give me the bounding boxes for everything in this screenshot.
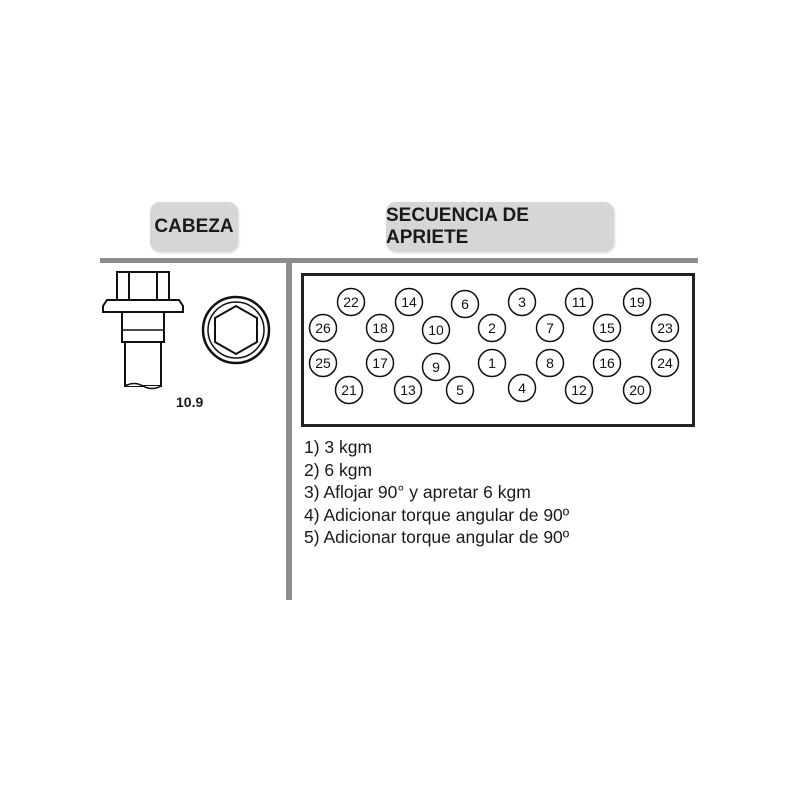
bolt-position-circle	[507, 287, 537, 317]
bolt-position-9: 9	[421, 352, 451, 382]
bolt-position-4: 4	[507, 373, 537, 403]
bolt-position-26: 26	[308, 313, 338, 343]
horizontal-divider	[100, 258, 698, 263]
bolt-position-circle	[334, 375, 364, 405]
bolt-position-circle	[336, 287, 366, 317]
bolt-position-label: 3	[518, 294, 526, 310]
bolt-position-circle	[365, 313, 395, 343]
bolt-side-view-icon	[102, 271, 184, 390]
bolt-position-6: 6	[450, 289, 480, 319]
bolt-position-label: 7	[546, 320, 554, 336]
bolt-position-label: 13	[400, 382, 416, 398]
bolt-position-circle	[622, 375, 652, 405]
bolt-position-circle	[650, 348, 680, 378]
bolt-position-label: 24	[657, 355, 673, 371]
bolt-position-circle	[535, 348, 565, 378]
bolt-position-circle	[445, 375, 475, 405]
bolt-position-8: 8	[535, 348, 565, 378]
bolt-position-20: 20	[622, 375, 652, 405]
vertical-divider	[286, 263, 292, 600]
bolt-position-label: 11	[572, 294, 587, 310]
bolt-position-5: 5	[445, 375, 475, 405]
step-item: 2) 6 kgm	[304, 459, 373, 480]
bolt-position-label: 2	[488, 320, 496, 336]
bolt-position-25: 25	[308, 348, 338, 378]
bolt-position-10: 10	[421, 315, 451, 345]
bolt-position-circle	[564, 287, 594, 317]
bolt-position-circle	[365, 348, 395, 378]
bolt-position-22: 22	[336, 287, 366, 317]
bolt-position-label: 25	[315, 355, 331, 371]
bolt-position-11: 11	[564, 287, 594, 317]
bolt-position-label: 1	[488, 355, 496, 371]
bolt-position-circle	[421, 352, 451, 382]
bolt-position-circle	[450, 289, 480, 319]
cabeza-header: CABEZA	[150, 202, 238, 252]
bolt-position-label: 15	[599, 320, 615, 336]
bolt-position-19: 19	[622, 287, 652, 317]
bolt-position-circle	[477, 313, 507, 343]
bolt-position-circle	[394, 287, 424, 317]
bolt-position-13: 13	[393, 375, 423, 405]
bolt-position-label: 9	[432, 359, 440, 375]
bolt-position-circle	[393, 375, 423, 405]
step-item: 5) Adicionar torque angular de 90º	[304, 527, 570, 547]
bolt-position-label: 5	[456, 382, 464, 398]
bolt-position-circle	[650, 313, 680, 343]
bolt-position-label: 4	[518, 380, 526, 396]
bolt-position-circle	[622, 287, 652, 317]
bolt-position-label: 17	[372, 355, 388, 371]
bolt-position-circle	[308, 348, 338, 378]
bolt-position-18: 18	[365, 313, 395, 343]
step-item: 1) 3 kgm	[304, 437, 373, 457]
bolt-position-circle	[592, 313, 622, 343]
bolt-position-label: 18	[372, 320, 388, 336]
bolt-position-24: 24	[650, 348, 680, 378]
bolt-position-label: 20	[629, 382, 645, 398]
secuencia-header: SECUENCIA DE APRIETE	[386, 202, 614, 252]
bolt-position-label: 19	[629, 294, 645, 310]
bolt-position-7: 7	[535, 313, 565, 343]
bolt-position-label: 10	[428, 322, 444, 338]
step-item: 3) Aflojar 90° y apretar 6 kgm	[304, 482, 531, 502]
bolt-position-2: 2	[477, 313, 507, 343]
bolt-position-label: 16	[599, 355, 615, 371]
bolt-head-top-view-icon	[201, 295, 271, 365]
bolt-position-label: 8	[546, 355, 554, 371]
bolt-position-label: 21	[341, 382, 357, 398]
bolt-position-circle	[535, 313, 565, 343]
bolt-position-14: 14	[394, 287, 424, 317]
bolt-position-label: 22	[343, 294, 359, 310]
bolt-position-label: 23	[657, 320, 673, 336]
bolt-position-label: 6	[461, 296, 469, 312]
bolt-position-3: 3	[507, 287, 537, 317]
bolt-position-circle	[421, 315, 451, 345]
bolt-position-16: 16	[592, 348, 622, 378]
bolt-grade-label: 10.9	[176, 394, 204, 410]
tightening-steps-list: 1) 3 kgm 2) 6 kgm 3) Aflojar 90° y apret…	[304, 436, 569, 549]
bolt-position-1: 1	[477, 348, 507, 378]
bolt-position-12: 12	[564, 375, 594, 405]
step-item: 4) Adicionar torque angular de 90º	[304, 504, 570, 525]
bolt-position-23: 23	[650, 313, 680, 343]
bolt-position-circle	[308, 313, 338, 343]
bolt-position-21: 21	[334, 375, 364, 405]
bolt-position-circle	[564, 375, 594, 405]
bolt-position-label: 26	[315, 320, 331, 336]
bolt-position-17: 17	[365, 348, 395, 378]
bolt-position-label: 14	[401, 294, 417, 310]
bolt-position-circle	[592, 348, 622, 378]
bolt-position-15: 15	[592, 313, 622, 343]
bolt-position-circle	[507, 373, 537, 403]
bolt-position-label: 12	[571, 382, 587, 398]
bolt-position-circle	[477, 348, 507, 378]
